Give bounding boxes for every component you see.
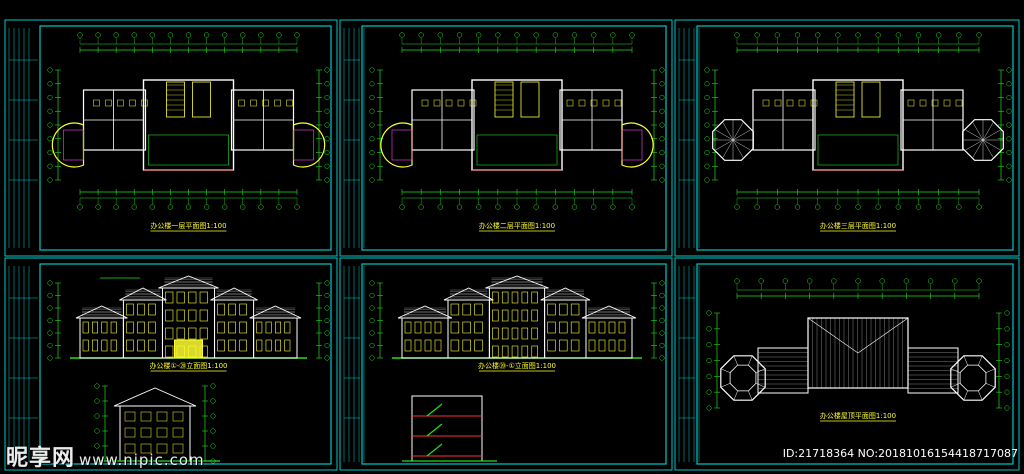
sheet-elevation-rear: 办公楼⑳-①立面图1:100 bbox=[339, 257, 673, 471]
sheet-frame bbox=[339, 19, 673, 257]
sheet-caption: 办公楼屋顶平面图1:100 bbox=[820, 411, 896, 420]
sheet-border bbox=[361, 263, 667, 465]
sheet-elevation-front: 办公楼①-⑳立面图1:100 bbox=[4, 257, 338, 471]
sheet-border bbox=[39, 263, 332, 465]
image-id-text: ID:21718364 NO:20181016154418717087 bbox=[782, 447, 1018, 460]
watermark-url: www.nipic.com bbox=[79, 451, 205, 469]
sheet-border bbox=[39, 25, 332, 251]
sheet-plan-ground: 办公楼一层平面图1:100 bbox=[4, 19, 338, 257]
sheet-caption: 办公楼一层平面图1:100 bbox=[150, 221, 226, 230]
sheet-border bbox=[696, 263, 1014, 465]
sheet-frame bbox=[4, 19, 338, 257]
watermark-brand: 昵享网 bbox=[6, 446, 76, 471]
sheet-border bbox=[361, 25, 667, 251]
sheet-caption: 办公楼二层平面图1:100 bbox=[479, 221, 555, 230]
sheet-plan-third: 办公楼三层平面图1:100 bbox=[674, 19, 1020, 257]
sheet-frame bbox=[339, 257, 673, 471]
sheet-frame bbox=[4, 257, 338, 471]
sheet-caption: 办公楼三层平面图1:100 bbox=[820, 221, 896, 230]
sheet-plan-second: 办公楼二层平面图1:100 bbox=[339, 19, 673, 257]
sheet-caption: 办公楼⑳-①立面图1:100 bbox=[478, 361, 556, 370]
sheet-frame bbox=[674, 19, 1020, 257]
sheet-border bbox=[696, 25, 1014, 251]
sheet-caption: 办公楼①-⑳立面图1:100 bbox=[150, 361, 228, 370]
sheet-roof-plan: 办公楼屋顶平面图1:100 bbox=[674, 257, 1020, 471]
sheet-frame bbox=[674, 257, 1020, 471]
